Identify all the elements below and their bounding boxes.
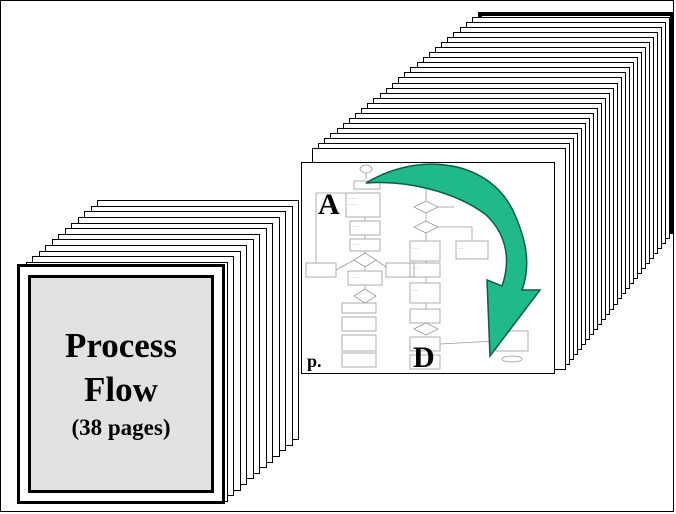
svg-text:~~~~: ~~~~ — [352, 242, 359, 246]
svg-text:~~~~: ~~~~ — [412, 288, 419, 292]
cover-panel: Process Flow (38 pages) — [28, 275, 214, 493]
cover-subtitle: (38 pages) — [71, 415, 171, 440]
svg-text:~~~~~: ~~~~~ — [348, 202, 357, 206]
cover-title-line-2: Flow — [84, 370, 158, 409]
cover-page: Process Flow (38 pages) — [17, 264, 225, 504]
end-marker-d: D — [413, 341, 435, 374]
page-number-label: p. — [307, 351, 322, 371]
start-marker-a: A — [318, 188, 340, 221]
cover-title-line-1: Process — [64, 326, 178, 365]
svg-text:~~~~: ~~~~ — [412, 246, 419, 250]
flowchart-drawing: ~~~~~ ~~~~~ ~~~~ ~~~~ ~~~~~ ~~~~ ~~~~ ~~… — [305, 164, 529, 370]
svg-text:~~~~: ~~~~ — [458, 246, 465, 250]
svg-text:~~~~: ~~~~ — [352, 224, 359, 228]
svg-text:~~~~~: ~~~~~ — [348, 196, 357, 200]
svg-text:~~~~~: ~~~~~ — [350, 275, 359, 279]
svg-text:~~~~: ~~~~ — [412, 266, 419, 270]
